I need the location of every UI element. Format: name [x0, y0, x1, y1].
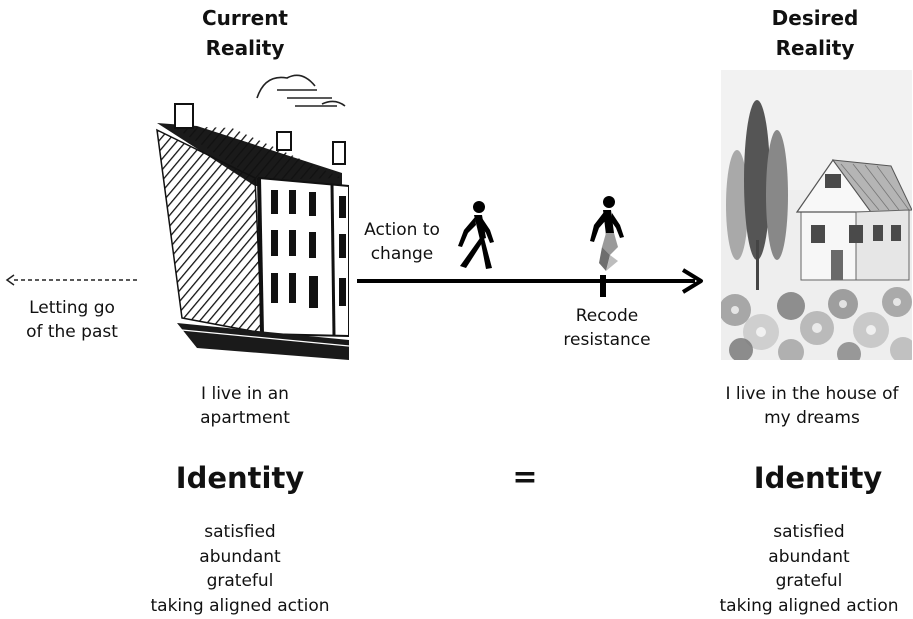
trait-item: grateful — [206, 571, 274, 591]
desired-reality-heading: Desired Reality — [771, 6, 859, 60]
desired-statement: I live in the house of my dreams — [725, 384, 899, 428]
current-reality-heading: Current Reality — [201, 6, 288, 60]
trait-item: abundant — [199, 546, 281, 567]
equals-sign: = — [512, 460, 538, 495]
letting-go-label: Letting go of the past — [26, 298, 118, 342]
action-to-change-label: Action to change — [364, 220, 440, 264]
current-statement: I live in an apartment — [200, 384, 290, 428]
apartment-building-image — [156, 74, 349, 360]
action-arrow — [357, 268, 703, 294]
desired-identity-traits: satisfied abundant grateful taking align… — [706, 520, 912, 618]
trait-item: grateful — [775, 571, 843, 591]
trait-item: taking aligned action — [150, 595, 330, 616]
trait-item: abundant — [768, 546, 850, 567]
trait-item: taking aligned action — [719, 595, 899, 616]
current-identity-heading: Identity — [175, 461, 305, 495]
walking-person-icon — [458, 201, 494, 269]
letting-go-arrow — [5, 274, 138, 286]
walking-person-dissolving-icon — [590, 196, 624, 297]
desired-identity-heading: Identity — [753, 461, 883, 495]
dream-house-image — [721, 70, 912, 360]
trait-item: satisfied — [204, 522, 276, 542]
current-identity-traits: satisfied abundant grateful taking align… — [130, 520, 350, 618]
recode-resistance-label: Recode resistance — [563, 306, 651, 350]
trait-item: satisfied — [773, 522, 845, 542]
